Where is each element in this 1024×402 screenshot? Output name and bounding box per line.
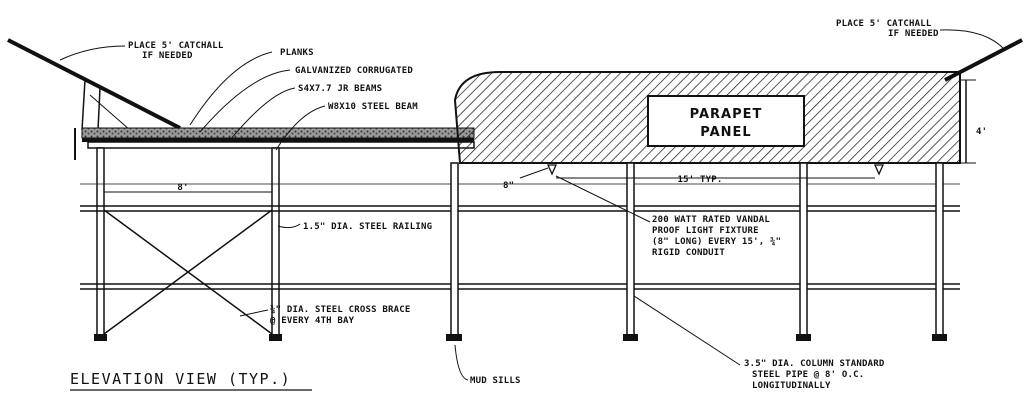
label-steel-beam: W8X10 STEEL BEAM [328, 102, 418, 112]
leader-lines [59, 29, 1006, 381]
label-light-4: RIGID CONDUIT [652, 248, 725, 258]
label-catchall-right-1: PLACE 5' CATCHALL [836, 19, 932, 29]
parapet: PARAPET PANEL [446, 38, 1023, 341]
parapet-label-1: PARAPET [690, 107, 763, 122]
parapet-label-2: PANEL [700, 125, 751, 140]
label-light-1: 200 WATT RATED VANDAL [652, 215, 770, 225]
label-planks: PLANKS [280, 48, 314, 58]
fixture-spacing-dim: 15' TYP. [678, 175, 723, 185]
parapet-panel [647, 95, 805, 147]
label-cross-brace-1: ¾" DIA. STEEL CROSS BRACE [270, 305, 410, 315]
label-light-2: PROOF LIGHT FIXTURE [652, 226, 759, 236]
fixture-offset-dim: 8" [503, 181, 514, 191]
drawing-title: ELEVATION VIEW (TYP.) [70, 370, 291, 388]
callout-labels: PLACE 5' CATCHALL IF NEEDED PLANKS GALVA… [128, 19, 939, 391]
label-jr-beams: S4X7.7 JR BEAMS [298, 84, 382, 94]
panel-height-dim: 4' [976, 127, 987, 137]
label-cross-brace-2: @ EVERY 4TH BAY [270, 316, 355, 326]
label-railing: 1.5" DIA. STEEL RAILING [303, 222, 432, 232]
label-light-3: (8" LONG) EVERY 15', ¾" [652, 237, 781, 247]
dimensions: 8' 15' TYP. 8" 4' [104, 127, 987, 193]
label-catchall-left-1: PLACE 5' CATCHALL [128, 41, 224, 51]
right-columns [446, 162, 947, 341]
label-corrugated: GALVANIZED CORRUGATED [295, 66, 413, 76]
left-scaffold [7, 38, 475, 341]
label-column-1: 3.5" DIA. COLUMN STANDARD [744, 359, 885, 369]
label-column-2: STEEL PIPE @ 8' O.C. [752, 370, 864, 380]
label-mud-sills: MUD SILLS [470, 376, 521, 386]
label-catchall-left-2: IF NEEDED [142, 51, 193, 61]
left-columns [94, 147, 282, 341]
deck-planks [81, 127, 475, 139]
light-fixtures [546, 164, 885, 176]
label-catchall-right-2: IF NEEDED [888, 29, 939, 39]
label-column-3: LONGITUDINALLY [752, 381, 831, 391]
railings [80, 183, 960, 290]
corrugated-deck [82, 138, 474, 142]
bay-width-dim: 8' [177, 183, 188, 193]
